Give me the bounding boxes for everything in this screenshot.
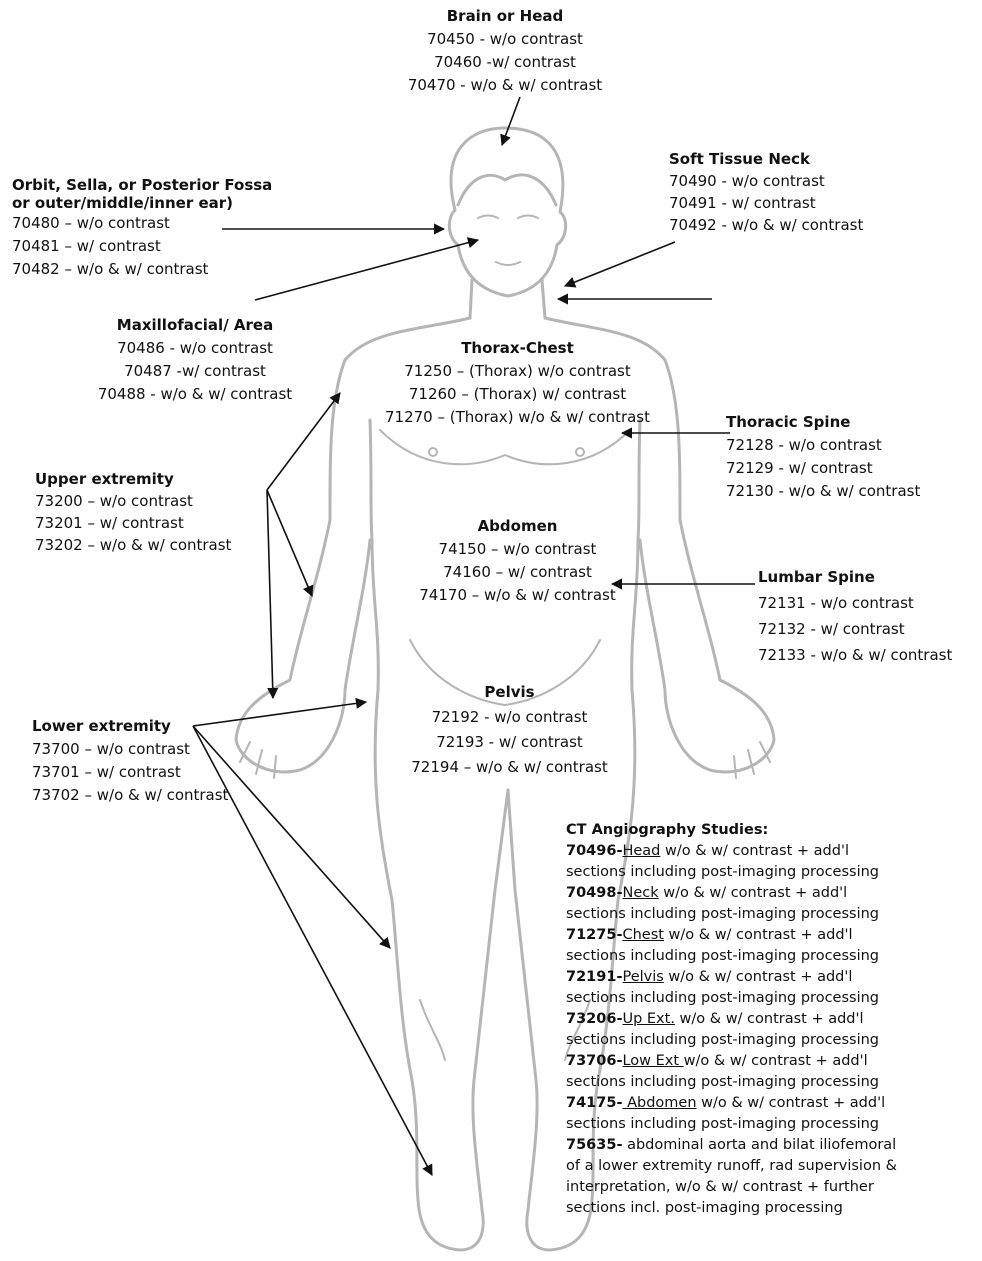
ct-angio-code: 71275- <box>566 927 622 943</box>
ct-angio-code: 70498- <box>566 885 622 901</box>
lower-extremity-line: 73700 – w/o contrast <box>32 738 228 761</box>
ct-angio-part: Abdomen <box>622 1095 696 1111</box>
ct-angio-item: 70496-Head w/o & w/ contrast + add'l <box>566 841 976 862</box>
ct-angio-item: 71275-Chest w/o & w/ contrast + add'l <box>566 925 976 946</box>
ct-angio-item-line2: sections including post-imaging processi… <box>566 1030 976 1051</box>
ct-angio-code: 72191- <box>566 969 622 985</box>
lower-extremity-title: Lower extremity <box>32 715 228 738</box>
thorax-chest-line: 71270 – (Thorax) w/o & w/ contrast <box>360 406 675 429</box>
ct-angio-item-line2: sections including post-imaging processi… <box>566 946 976 967</box>
pelvis-line: 72193 - w/ contrast <box>392 730 627 755</box>
lumbar-spine-line: 72132 - w/ contrast <box>758 616 952 642</box>
pelvis-line: 72192 - w/o contrast <box>392 705 627 730</box>
thoracic-spine-line: 72130 - w/o & w/ contrast <box>726 480 920 503</box>
thorax-chest-title: Thorax-Chest <box>360 337 675 360</box>
ct-angio-desc: w/o & w/ contrast + add'l <box>659 885 848 901</box>
ct-angio-code: 73206- <box>566 1011 622 1027</box>
upper-extremity-line: 73202 – w/o & w/ contrast <box>35 534 231 556</box>
brain-head-label: Brain or Head 70450 - w/o contrast 70460… <box>390 5 620 97</box>
soft-tissue-neck-label: Soft Tissue Neck 70490 - w/o contrast 70… <box>669 148 863 236</box>
ct-angio-desc: w/o & w/ contrast + add'l <box>664 969 853 985</box>
ct-angio-item: 74175- Abdomen w/o & w/ contrast + add'l <box>566 1093 976 1114</box>
thorax-chest-label: Thorax-Chest 71250 – (Thorax) w/o contra… <box>360 337 675 429</box>
thorax-chest-line: 71250 – (Thorax) w/o contrast <box>360 360 675 383</box>
thorax-chest-line: 71260 – (Thorax) w/ contrast <box>360 383 675 406</box>
brain-head-line: 70470 - w/o & w/ contrast <box>390 74 620 97</box>
ct-angiography-panel: CT Angiography Studies: 70496-Head w/o &… <box>566 820 976 1219</box>
thoracic-spine-line: 72129 - w/ contrast <box>726 457 920 480</box>
orbit-sella-title: Orbit, Sella, or Posterior Fossa <box>12 176 272 194</box>
abdomen-line: 74150 – w/o contrast <box>400 538 635 561</box>
soft-tissue-neck-line: 70491 - w/ contrast <box>669 192 863 214</box>
brain-head-line: 70450 - w/o contrast <box>390 28 620 51</box>
upper-extremity-line: 73201 – w/ contrast <box>35 512 231 534</box>
maxillofacial-line: 70487 -w/ contrast <box>70 360 320 383</box>
thoracic-spine-label: Thoracic Spine 72128 - w/o contrast 7212… <box>726 411 920 503</box>
lower-extremity-line: 73701 – w/ contrast <box>32 761 228 784</box>
abdomen-line: 74160 – w/ contrast <box>400 561 635 584</box>
ct-angio-item-line2: sections including post-imaging processi… <box>566 988 976 1009</box>
ct-angio-item-line2: sections including post-imaging processi… <box>566 862 976 883</box>
ct-angio-desc: w/o & w/ contrast + add'l <box>675 1011 864 1027</box>
thoracic-spine-title: Thoracic Spine <box>726 411 920 434</box>
thoracic-spine-line: 72128 - w/o contrast <box>726 434 920 457</box>
ct-angio-item-line2: sections including post-imaging processi… <box>566 1072 976 1093</box>
upper-extremity-title: Upper extremity <box>35 468 231 490</box>
lumbar-spine-line: 72133 - w/o & w/ contrast <box>758 642 952 668</box>
pelvis-label: Pelvis 72192 - w/o contrast 72193 - w/ c… <box>392 680 627 780</box>
ct-angio-code: 70496- <box>566 843 622 859</box>
soft-tissue-neck-line: 70492 - w/o & w/ contrast <box>669 214 863 236</box>
ct-angio-desc: w/o & w/ contrast + add'l <box>664 927 853 943</box>
pelvis-title: Pelvis <box>392 680 627 705</box>
lumbar-spine-label: Lumbar Spine 72131 - w/o contrast 72132 … <box>758 564 952 668</box>
upper-extremity-label: Upper extremity 73200 – w/o contrast 732… <box>35 468 231 556</box>
maxillofacial-label: Maxillofacial/ Area 70486 - w/o contrast… <box>70 314 320 406</box>
ct-angio-code: 75635- <box>566 1137 622 1153</box>
abdomen-label: Abdomen 74150 – w/o contrast 74160 – w/ … <box>400 515 635 607</box>
orbit-sella-line: 70481 – w/ contrast <box>12 235 272 258</box>
ct-angio-desc: abdominal aorta and bilat iliofemoral <box>622 1137 896 1153</box>
lumbar-spine-line: 72131 - w/o contrast <box>758 590 952 616</box>
lower-extremity-line: 73702 – w/o & w/ contrast <box>32 784 228 807</box>
ct-angio-desc: w/o & w/ contrast + add'l <box>684 1053 868 1069</box>
abdomen-line: 74170 – w/o & w/ contrast <box>400 584 635 607</box>
lumbar-spine-title: Lumbar Spine <box>758 564 952 590</box>
orbit-sella-line: 70482 – w/o & w/ contrast <box>12 258 272 281</box>
upper-extremity-line: 73200 – w/o contrast <box>35 490 231 512</box>
ct-angio-part: Neck <box>622 885 658 901</box>
brain-head-title: Brain or Head <box>390 5 620 28</box>
ct-angio-item: 73206-Up Ext. w/o & w/ contrast + add'l <box>566 1009 976 1030</box>
ct-angio-part: Up Ext. <box>622 1011 674 1027</box>
maxillofacial-title: Maxillofacial/ Area <box>70 314 320 337</box>
ct-angio-part: Head <box>622 843 660 859</box>
orbit-sella-title-2: or outer/middle/inner ear) <box>12 194 272 212</box>
maxillofacial-line: 70486 - w/o contrast <box>70 337 320 360</box>
brain-head-line: 70460 -w/ contrast <box>390 51 620 74</box>
ct-angio-item-line2: sections including post-imaging processi… <box>566 904 976 925</box>
ct-angio-item: 70498-Neck w/o & w/ contrast + add'l <box>566 883 976 904</box>
ct-angiography-title: CT Angiography Studies: <box>566 820 976 841</box>
ct-angio-desc: w/o & w/ contrast + add'l <box>697 1095 886 1111</box>
ct-angio-part: Chest <box>622 927 663 943</box>
ct-angio-item: 75635- abdominal aorta and bilat iliofem… <box>566 1135 976 1156</box>
soft-tissue-neck-title: Soft Tissue Neck <box>669 148 863 170</box>
ct-angio-desc: w/o & w/ contrast + add'l <box>660 843 849 859</box>
pelvis-line: 72194 – w/o & w/ contrast <box>392 755 627 780</box>
ct-angio-item: 73706-Low Ext w/o & w/ contrast + add'l <box>566 1051 976 1072</box>
soft-tissue-neck-line: 70490 - w/o contrast <box>669 170 863 192</box>
orbit-sella-line: 70480 – w/o contrast <box>12 212 272 235</box>
ct-angio-part: Low Ext <box>622 1053 683 1069</box>
orbit-sella-label: Orbit, Sella, or Posterior Fossa or oute… <box>12 176 272 281</box>
ct-angio-desc-line: of a lower extremity runoff, rad supervi… <box>566 1156 976 1177</box>
ct-angio-part: Pelvis <box>622 969 663 985</box>
maxillofacial-line: 70488 - w/o & w/ contrast <box>70 383 320 406</box>
lower-extremity-label: Lower extremity 73700 – w/o contrast 737… <box>32 715 228 807</box>
ct-angio-code: 74175- <box>566 1095 622 1111</box>
ct-angio-desc-line: interpretation, w/o & w/ contrast + furt… <box>566 1177 976 1198</box>
ct-angio-code: 73706- <box>566 1053 622 1069</box>
abdomen-title: Abdomen <box>400 515 635 538</box>
ct-angio-desc-line: sections incl. post-imaging processing <box>566 1198 976 1219</box>
ct-angio-item: 72191-Pelvis w/o & w/ contrast + add'l <box>566 967 976 988</box>
ct-angio-item-line2: sections including post-imaging processi… <box>566 1114 976 1135</box>
